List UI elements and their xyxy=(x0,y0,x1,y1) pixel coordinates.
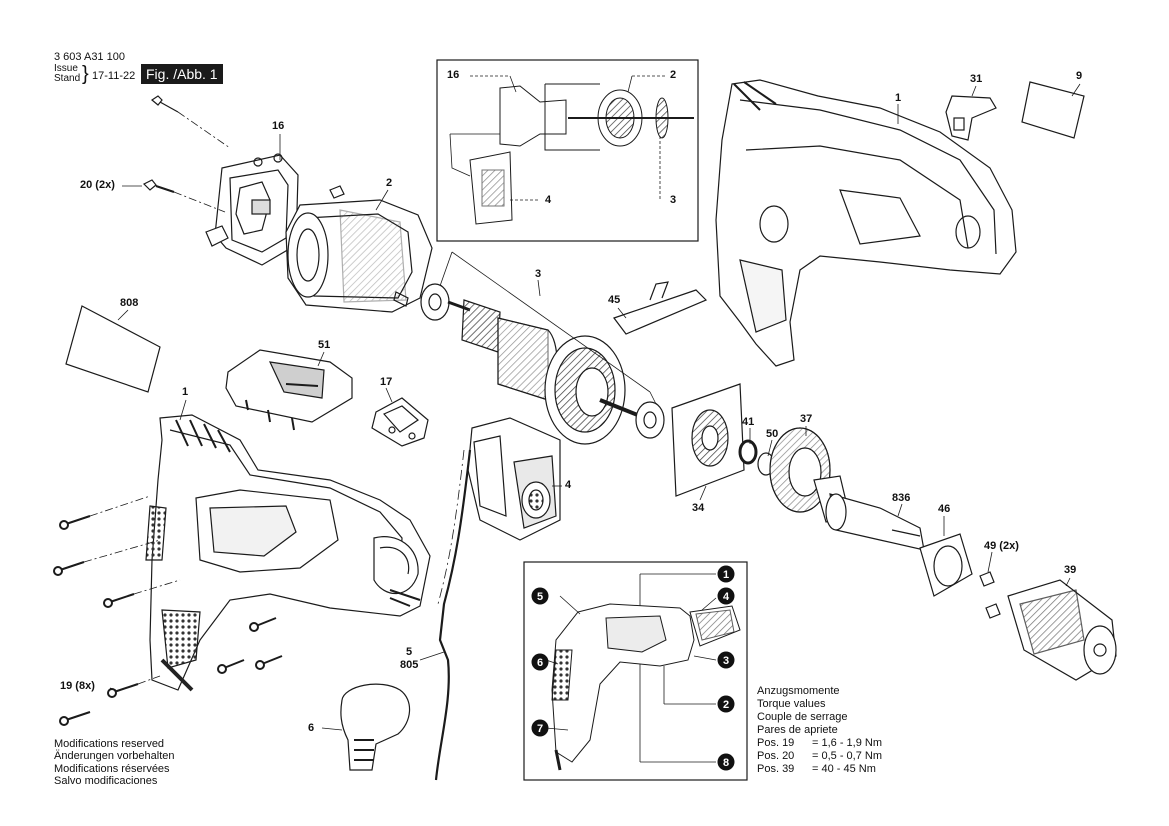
note-line: Änderungen vorbehalten xyxy=(54,750,175,763)
figure-label: Fig. /Abb. 1 xyxy=(141,64,223,84)
issue-date: 17-11-22 xyxy=(92,70,136,82)
inset-callout-4: 4 xyxy=(545,194,552,206)
brush-holder-part xyxy=(205,153,299,266)
torque-title-fr: Couple de serrage xyxy=(757,711,848,723)
note-line: Modifications réservées xyxy=(54,762,170,775)
torque-row: Pos. 20 = 0,5 - 0,7 Nm xyxy=(757,750,897,763)
callout-2: 2 xyxy=(386,177,393,189)
label-plate-9 xyxy=(1021,81,1085,139)
stand-label: Stand xyxy=(54,73,81,84)
torque-title-en: Torque values xyxy=(757,698,826,710)
doc-number: 3 603 A31 100 xyxy=(54,51,125,63)
callout-3: 3 xyxy=(535,268,542,280)
torque-row: Pos. 39 = 40 - 45 Nm xyxy=(757,763,897,776)
screw-20 xyxy=(142,179,226,213)
callout-37: 37 xyxy=(800,413,813,425)
issue-label: Issue xyxy=(54,63,78,74)
torque-value: = 0,5 - 0,7 Nm xyxy=(812,750,883,762)
motor-inset-box xyxy=(436,59,699,242)
housing-half-right xyxy=(715,79,1017,367)
part-31 xyxy=(945,95,997,141)
torque-pos: Pos. 39 xyxy=(757,763,795,775)
switch-part xyxy=(467,417,561,541)
part-49 xyxy=(979,571,1001,619)
callout-46: 46 xyxy=(938,503,951,515)
inset-callout-16: 16 xyxy=(447,69,460,81)
inset-callout-3: 3 xyxy=(670,194,677,206)
torque-value: = 1,6 - 1,9 Nm xyxy=(812,737,883,749)
torque-row: Pos. 19 = 1,6 - 1,9 Nm xyxy=(757,737,897,750)
callout-836: 836 xyxy=(892,492,911,504)
callout-808: 808 xyxy=(120,297,139,309)
callout-5: 5 xyxy=(406,646,413,658)
torque-value: = 40 - 45 Nm xyxy=(812,763,876,775)
callout-49: 49 (2x) xyxy=(984,540,1019,552)
torque-title-de: Anzugsmomente xyxy=(757,685,840,697)
cable-part xyxy=(434,449,472,781)
torque-values-table: Anzugsmomente Torque values Couple de se… xyxy=(757,685,897,776)
callout-34: 34 xyxy=(692,502,705,514)
callout-17: 17 xyxy=(380,376,393,388)
cord-protector-part xyxy=(340,683,411,771)
armature-part xyxy=(420,251,665,445)
callout-50: 50 xyxy=(766,428,779,440)
callout-20: 20 (2x) xyxy=(80,179,115,191)
part-17 xyxy=(371,397,429,447)
callout-41: 41 xyxy=(742,416,755,428)
callout-45: 45 xyxy=(608,294,621,306)
chuck-39 xyxy=(1007,579,1117,681)
housing-half-left xyxy=(145,414,431,692)
torque-title-es: Pares de apriete xyxy=(757,724,838,736)
note-line: Salvo modificaciones xyxy=(54,775,158,788)
callout-4: 4 xyxy=(565,479,572,491)
ring-46 xyxy=(919,533,973,597)
note-line: Modifications reserved xyxy=(54,738,165,750)
part-45 xyxy=(613,281,708,335)
torque-pos: Pos. 19 xyxy=(757,737,795,749)
overview-inset-box xyxy=(523,561,748,781)
bearing-plate-34 xyxy=(671,383,745,497)
field-coil-part xyxy=(285,185,433,313)
callout-805: 805 xyxy=(400,659,419,671)
callout-6: 6 xyxy=(308,722,315,734)
modifications-notes: Modifications reserved Änderungen vorbeh… xyxy=(54,738,174,788)
spindle-836 xyxy=(825,493,925,551)
leader-lines xyxy=(109,83,1081,731)
callout-1-housing-left: 1 xyxy=(182,386,189,398)
callout-9: 9 xyxy=(1076,70,1083,82)
cover-part-51 xyxy=(225,349,353,431)
inset-callout-2: 2 xyxy=(670,69,677,81)
callout-1-housing-right: 1 xyxy=(895,92,902,104)
issue-brace: } xyxy=(82,63,89,85)
screws-19 xyxy=(53,495,283,726)
screw-top xyxy=(150,95,231,149)
label-plate-808 xyxy=(65,305,161,393)
callout-31: 31 xyxy=(970,73,983,85)
torque-pos: Pos. 20 xyxy=(757,750,795,762)
callout-39: 39 xyxy=(1064,564,1077,576)
callout-19: 19 (8x) xyxy=(60,680,95,692)
callout-16: 16 xyxy=(272,120,285,132)
callout-51: 51 xyxy=(318,339,331,351)
